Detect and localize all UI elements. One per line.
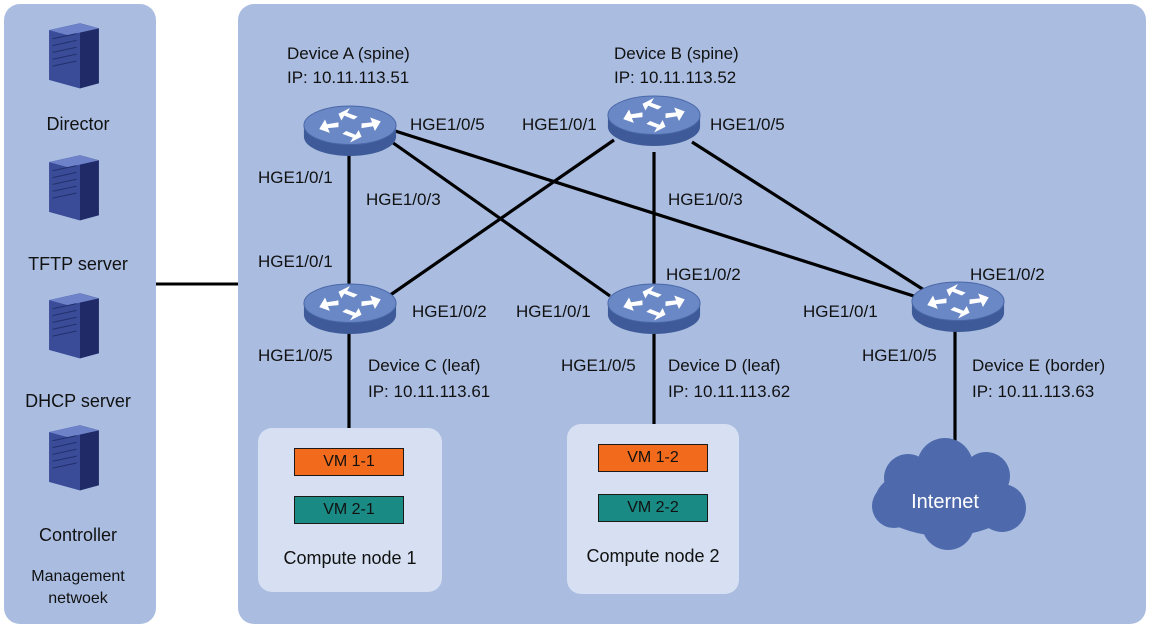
server-label-controller: Controller [38,525,118,545]
internet-cloud-icon[interactable] [872,438,1026,550]
internet-label: Internet [911,491,979,513]
tftp-server-icon[interactable] [48,154,100,221]
device-b-switch-icon[interactable] [607,95,701,147]
device-d-switch-icon[interactable] [607,283,701,335]
port-label-c-p1: HGE1/0/1 [258,252,333,271]
link-b-c [385,138,615,300]
server-label-tftp: TFTP server [28,254,128,274]
device-e-switch-icon[interactable] [911,281,1005,333]
port-label-a-p3: HGE1/0/3 [366,190,441,209]
vm-2-1[interactable]: VM 2-1 [294,496,404,524]
management-network-label: Management netwoek [0,566,156,610]
device-a-ip: IP: 10.11.113.51 [287,68,410,87]
port-label-e-p5: HGE1/0/5 [862,346,937,365]
management-label-line1: Management [31,568,125,585]
port-label-e-p2: HGE1/0/2 [970,265,1045,284]
device-d-ip: IP: 10.11.113.62 [668,382,791,401]
device-e-ip: IP: 10.11.113.63 [972,382,1095,401]
port-label-c-p5: HGE1/0/5 [258,346,333,365]
port-label-a-p1: HGE1/0/1 [258,168,333,187]
compute-node-2-label: Compute node 2 [586,546,720,566]
vm-2-2[interactable]: VM 2-2 [598,494,708,522]
dhcp-server-icon[interactable] [48,292,100,359]
port-label-a-p5: HGE1/0/5 [410,115,485,134]
device-c-name: Device C (leaf) [368,356,481,375]
device-b-name: Device B (spine) [614,44,739,63]
management-label-line2: netwoek [48,590,108,607]
device-a-switch-icon[interactable] [303,105,397,157]
port-label-b-p1: HGE1/0/1 [522,115,597,134]
device-c-switch-icon[interactable] [303,283,397,335]
device-a-name: Device A (spine) [287,44,410,63]
director-server-icon[interactable] [48,22,100,89]
port-label-c-p2: HGE1/0/2 [412,302,487,321]
port-label-d-p5: HGE1/0/5 [561,356,636,375]
controller-server-icon[interactable] [48,424,100,491]
vm-1-1[interactable]: VM 1-1 [294,448,404,476]
device-b-ip: IP: 10.11.113.52 [614,68,737,87]
port-label-d-p1: HGE1/0/1 [516,302,591,321]
port-label-b-p5: HGE1/0/5 [710,115,785,134]
compute-node-1-label: Compute node 1 [283,548,417,568]
device-d-name: Device D (leaf) [668,356,781,375]
device-c-ip: IP: 10.11.113.61 [368,382,491,401]
link-b-e [691,140,925,292]
port-label-b-p3: HGE1/0/3 [668,190,743,209]
server-label-dhcp: DHCP server [25,391,131,411]
server-label-director: Director [46,114,110,134]
port-label-e-p1: HGE1/0/1 [803,302,878,321]
port-label-d-p2: HGE1/0/2 [666,265,741,284]
link-a-e [391,128,921,300]
vm-1-2[interactable]: VM 1-2 [598,444,708,472]
device-e-name: Device E (border) [972,356,1106,375]
